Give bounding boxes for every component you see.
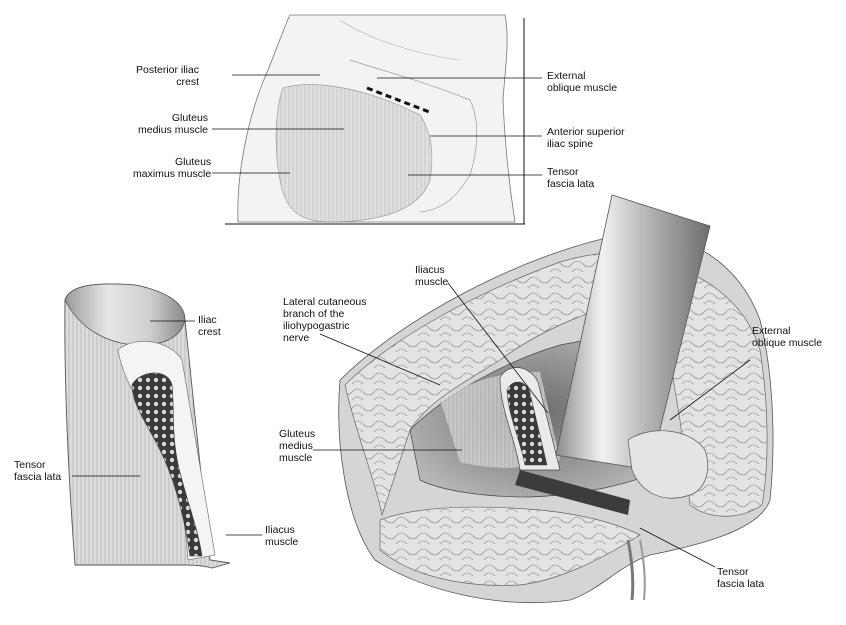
- leader-lateral-cutaneous: [319, 333, 441, 386]
- leader-tensor-surgical: [639, 527, 716, 568]
- iliac-graft-block: [64, 283, 262, 569]
- top-hip-view: [212, 14, 542, 225]
- surgical-exposure: [313, 194, 774, 603]
- leader-iliacus-surgical: [447, 282, 549, 414]
- leader-external-oblique-surgical: [669, 359, 751, 421]
